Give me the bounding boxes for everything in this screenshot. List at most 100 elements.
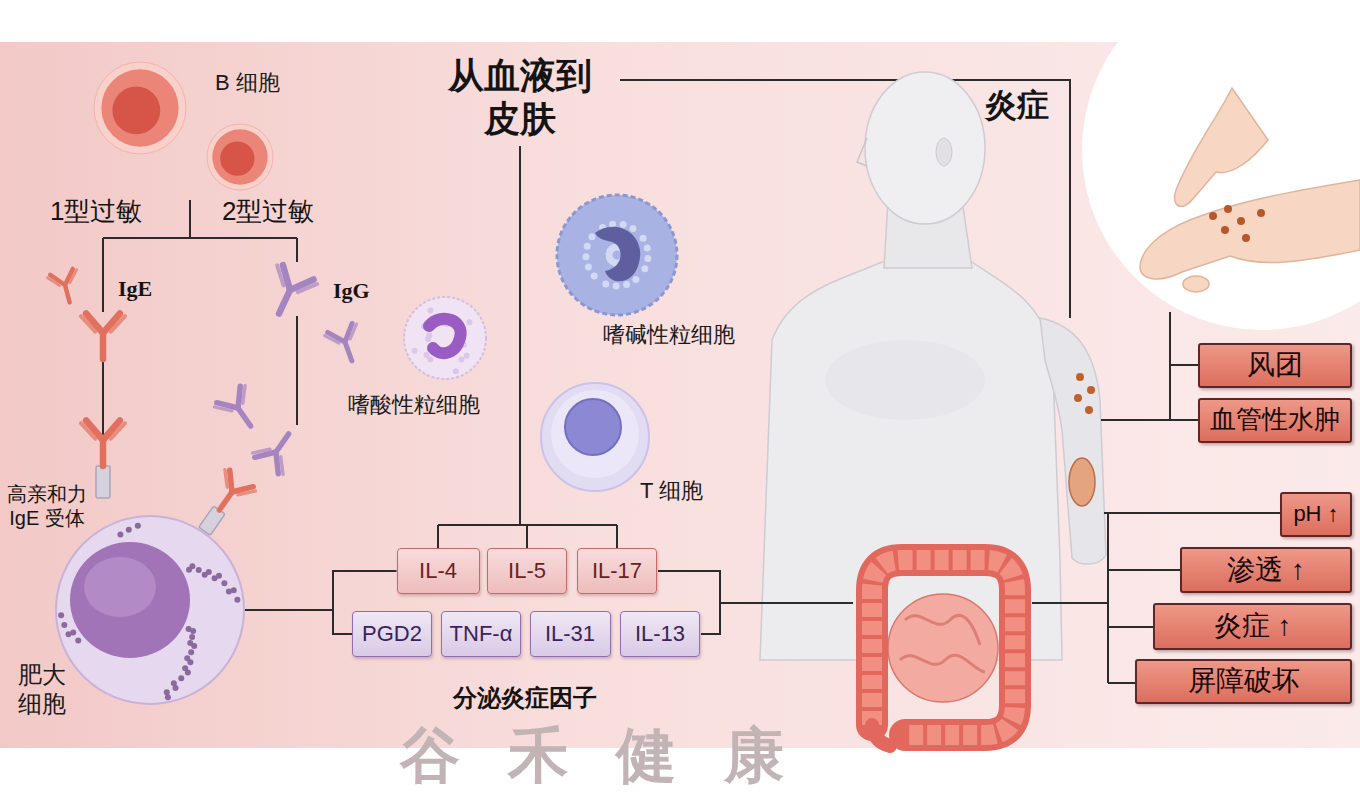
allergy-type-label: 1型过敏 (50, 196, 142, 227)
cell-label: 嗜酸性粒细胞 (348, 392, 480, 418)
granule (428, 308, 434, 314)
cell-nucleus (429, 319, 461, 353)
colon (872, 560, 1015, 735)
watermark: 谷禾健康 (400, 720, 832, 792)
mediator-box: TNF-α (441, 611, 521, 657)
cell-drawing (403, 296, 487, 380)
granule (165, 694, 171, 700)
cell-nucleus (70, 542, 190, 658)
leader-line (296, 238, 298, 425)
igg-antibody (259, 263, 318, 323)
granule (234, 597, 240, 603)
cell-inner (551, 390, 639, 478)
granule (189, 563, 195, 569)
granule (61, 622, 67, 628)
cell-body (404, 297, 486, 379)
box-label: 屏障破坏 (1188, 664, 1300, 698)
chest-shade (825, 340, 985, 420)
granule (58, 612, 64, 618)
granule (187, 659, 193, 665)
granule (196, 567, 202, 573)
granule (606, 254, 613, 261)
label-holder: 分泌炎症因子 (453, 684, 597, 713)
head (865, 72, 985, 224)
ige-antibody (81, 421, 125, 467)
granule (206, 569, 212, 575)
cell-drawing (540, 382, 650, 492)
cell-drawing (55, 515, 245, 705)
box-label: TNF-α (450, 621, 513, 647)
box-label: IL-31 (545, 621, 595, 647)
label-holder: 1型过敏 (50, 196, 142, 227)
leader-line (1032, 513, 1280, 683)
granule (453, 368, 459, 374)
rash-spot (1257, 209, 1265, 217)
connector-line (245, 571, 397, 610)
granule (191, 643, 197, 649)
rash-spot (1242, 234, 1250, 242)
cytokine-box: IL-4 (397, 548, 480, 594)
granule (632, 276, 639, 283)
effect-box: 渗透 ↑ (1180, 547, 1352, 593)
granule (584, 243, 591, 250)
granule (466, 319, 472, 325)
effect-box: pH ↑ (1280, 492, 1352, 537)
granule (190, 628, 196, 634)
label-holder: 2型过敏 (222, 196, 314, 227)
symptom-box: 风团 (1198, 343, 1352, 388)
skin-lesion (1069, 458, 1095, 506)
eosinophil: 嗜酸性粒细胞 (403, 296, 487, 380)
effect-box: 屏障破坏 (1135, 659, 1352, 704)
granule (126, 527, 132, 533)
mast-cell: 肥大 细胞 (55, 515, 245, 705)
ige-receptor (96, 466, 110, 498)
box-label: pH ↑ (1293, 501, 1338, 527)
granule (178, 675, 184, 681)
granule (221, 580, 227, 586)
rash-spot (1209, 212, 1217, 220)
granule (425, 336, 431, 342)
granule (623, 281, 630, 288)
granule (641, 265, 648, 272)
box-label: IL-13 (635, 621, 685, 647)
granule (620, 221, 627, 228)
label-holder: 高亲和力 IgE 受体 (2, 482, 92, 530)
receptor-label: 高亲和力 IgE 受体 (2, 482, 92, 530)
granule (216, 573, 222, 579)
box-label: IL-4 (419, 558, 457, 584)
region-label: 炎症 (985, 86, 1049, 124)
granule (185, 669, 191, 675)
granule (464, 353, 470, 359)
cytokine-box: IL-17 (577, 548, 657, 594)
bound-antibody (204, 468, 257, 521)
mediator-box: IL-31 (530, 611, 611, 657)
cell-body (212, 129, 267, 184)
allergy-type-label: 2型过敏 (222, 196, 314, 227)
cell-label: 嗜碱性粒细胞 (603, 322, 735, 348)
nose (857, 138, 867, 166)
arm (1040, 318, 1106, 564)
cell-body (101, 69, 178, 146)
colon-haustra (872, 560, 1015, 735)
granule (583, 253, 590, 260)
box-label: 渗透 ↑ (1227, 553, 1305, 587)
granule (644, 244, 651, 251)
scratching-hand (1174, 88, 1268, 206)
granule (588, 233, 595, 240)
cell-nucleus (565, 399, 621, 455)
mediator-box: PGD2 (352, 611, 432, 657)
granule (629, 225, 636, 232)
cell-body (541, 383, 649, 491)
granule (591, 272, 598, 279)
granule (173, 685, 179, 691)
intestine-folds (900, 615, 985, 672)
ige-antibody (81, 314, 125, 360)
cytokine-box: IL-5 (487, 548, 567, 594)
symptom-box: 血管性水肿 (1198, 398, 1352, 443)
rash-spot (1221, 226, 1229, 234)
rash-spot (1224, 205, 1232, 213)
box-label: 炎症 ↑ (1214, 609, 1292, 643)
granule (188, 649, 194, 655)
cell-label: B 细胞 (215, 70, 280, 96)
